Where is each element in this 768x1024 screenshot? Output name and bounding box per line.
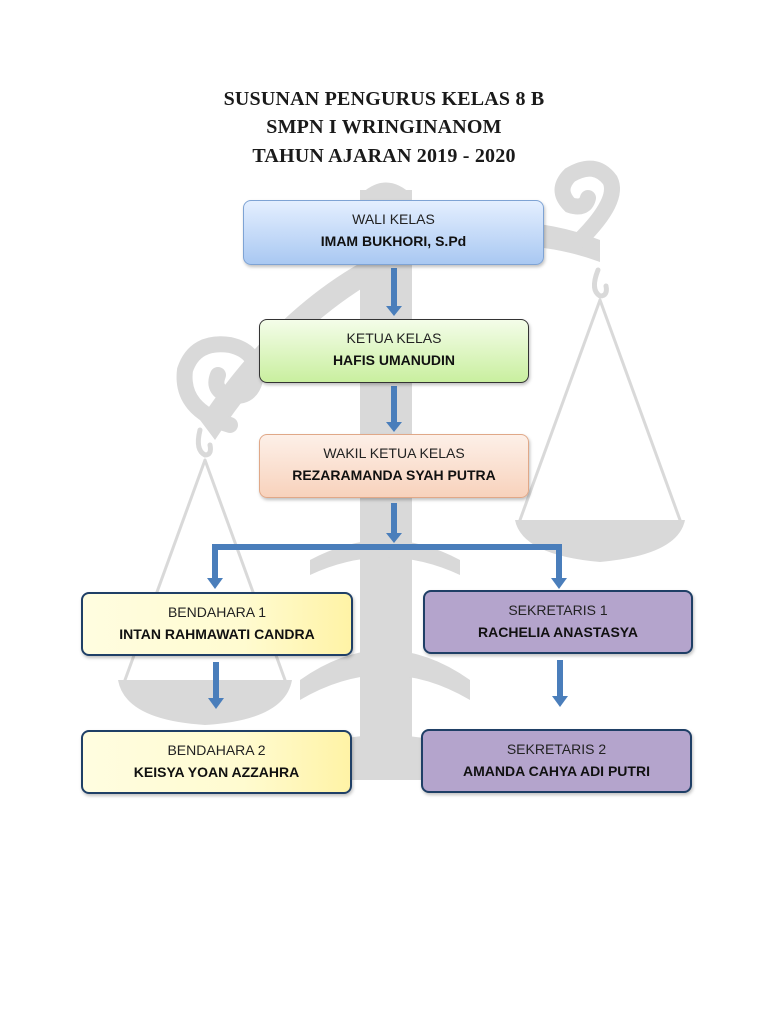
title-line-2: SMPN I WRINGINANOM bbox=[266, 116, 502, 138]
title-line-3: TAHUN AJARAN 2019 - 2020 bbox=[252, 145, 516, 167]
node-role: KETUA KELAS bbox=[346, 330, 442, 346]
arrowhead-wali-ketua bbox=[386, 306, 402, 316]
arrowhead-sekr2 bbox=[552, 696, 568, 707]
node-role: SEKRETARIS 2 bbox=[506, 741, 607, 757]
node-role: WALI KELAS bbox=[352, 211, 435, 227]
arrowhead-ketua-wakil bbox=[386, 422, 402, 432]
node-name: AMANDA CAHYA ADI PUTRI bbox=[463, 763, 650, 779]
node-name: IMAM BUKHORI, S.Pd bbox=[320, 233, 467, 249]
node-ketua-kelas: KETUA KELAS HAFIS UMANUDIN bbox=[259, 319, 529, 383]
node-sekretaris-1: SEKRETARIS 1 RACHELIA ANASTASYA bbox=[423, 590, 693, 654]
node-wali-kelas: WALI KELAS IMAM BUKHORI, S.Pd bbox=[243, 200, 544, 265]
node-name: INTAN RAHMAWATI CANDRA bbox=[119, 626, 315, 642]
node-role: BENDAHARA 1 bbox=[167, 604, 267, 620]
node-role: WAKIL KETUA KELAS bbox=[323, 445, 465, 461]
node-sekretaris-2: SEKRETARIS 2 AMANDA CAHYA ADI PUTRI bbox=[421, 729, 692, 793]
node-bendahara-1: BENDAHARA 1 INTAN RAHMAWATI CANDRA bbox=[81, 592, 353, 656]
node-wakil-ketua-kelas: WAKIL KETUA KELAS REZARAMANDA SYAH PUTRA bbox=[259, 434, 529, 498]
arrowhead-sekr1 bbox=[551, 578, 567, 589]
node-name: KEISYA YOAN AZZAHRA bbox=[133, 764, 300, 780]
arrowhead-bend1 bbox=[207, 578, 223, 589]
node-name: HAFIS UMANUDIN bbox=[332, 352, 456, 368]
arrowhead-wakil-branch bbox=[386, 533, 402, 543]
title-line-1: SUSUNAN PENGURUS KELAS 8 B bbox=[223, 88, 545, 110]
node-role: BENDAHARA 2 bbox=[167, 742, 266, 758]
arrowhead-bend2 bbox=[208, 698, 224, 709]
node-name: RACHELIA ANASTASYA bbox=[478, 624, 638, 640]
node-name: REZARAMANDA SYAH PUTRA bbox=[292, 467, 496, 483]
node-bendahara-2: BENDAHARA 2 KEISYA YOAN AZZAHRA bbox=[81, 730, 352, 794]
node-role: SEKRETARIS 1 bbox=[508, 602, 608, 618]
